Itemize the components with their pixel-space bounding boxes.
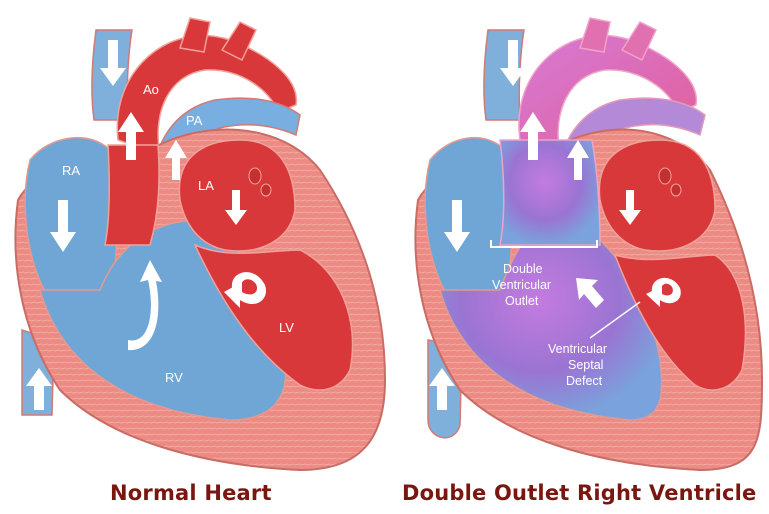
vsd-label-line1: Ventricular: [548, 342, 607, 356]
pulmonary-vein: [671, 184, 681, 196]
pulmonary-vein: [659, 168, 671, 184]
right-atrium: [25, 138, 117, 300]
dvo-label-line2: Ventricular: [492, 278, 551, 292]
label-ra: RA: [62, 163, 80, 178]
label-la: LA: [198, 178, 214, 193]
label-lv: LV: [279, 320, 294, 335]
dorv-heart-illustration: Double Ventricular Outlet Ventricular Se…: [415, 18, 762, 470]
label-pa: PA: [186, 113, 203, 128]
right-atrium: [425, 138, 512, 300]
left-atrium: [599, 140, 715, 251]
label-rv: RV: [165, 370, 183, 385]
pulmonary-vein: [261, 184, 271, 196]
label-ao: Ao: [143, 82, 159, 97]
pulmonary-vein: [249, 168, 261, 184]
vsd-label-line2: Septal: [568, 358, 603, 372]
dvo-label-line1: Double: [503, 262, 543, 276]
vsd-label-line3: Defect: [566, 374, 603, 388]
aortic-branch: [580, 18, 610, 52]
normal-heart-illustration: Ao PA RA LA LV RV: [15, 18, 385, 470]
dvo-label-line3: Outlet: [505, 294, 539, 308]
aortic-branch: [180, 18, 210, 52]
normal-heart-caption: Normal Heart: [110, 481, 272, 505]
dorv-caption: Double Outlet Right Ventricle: [402, 481, 757, 505]
